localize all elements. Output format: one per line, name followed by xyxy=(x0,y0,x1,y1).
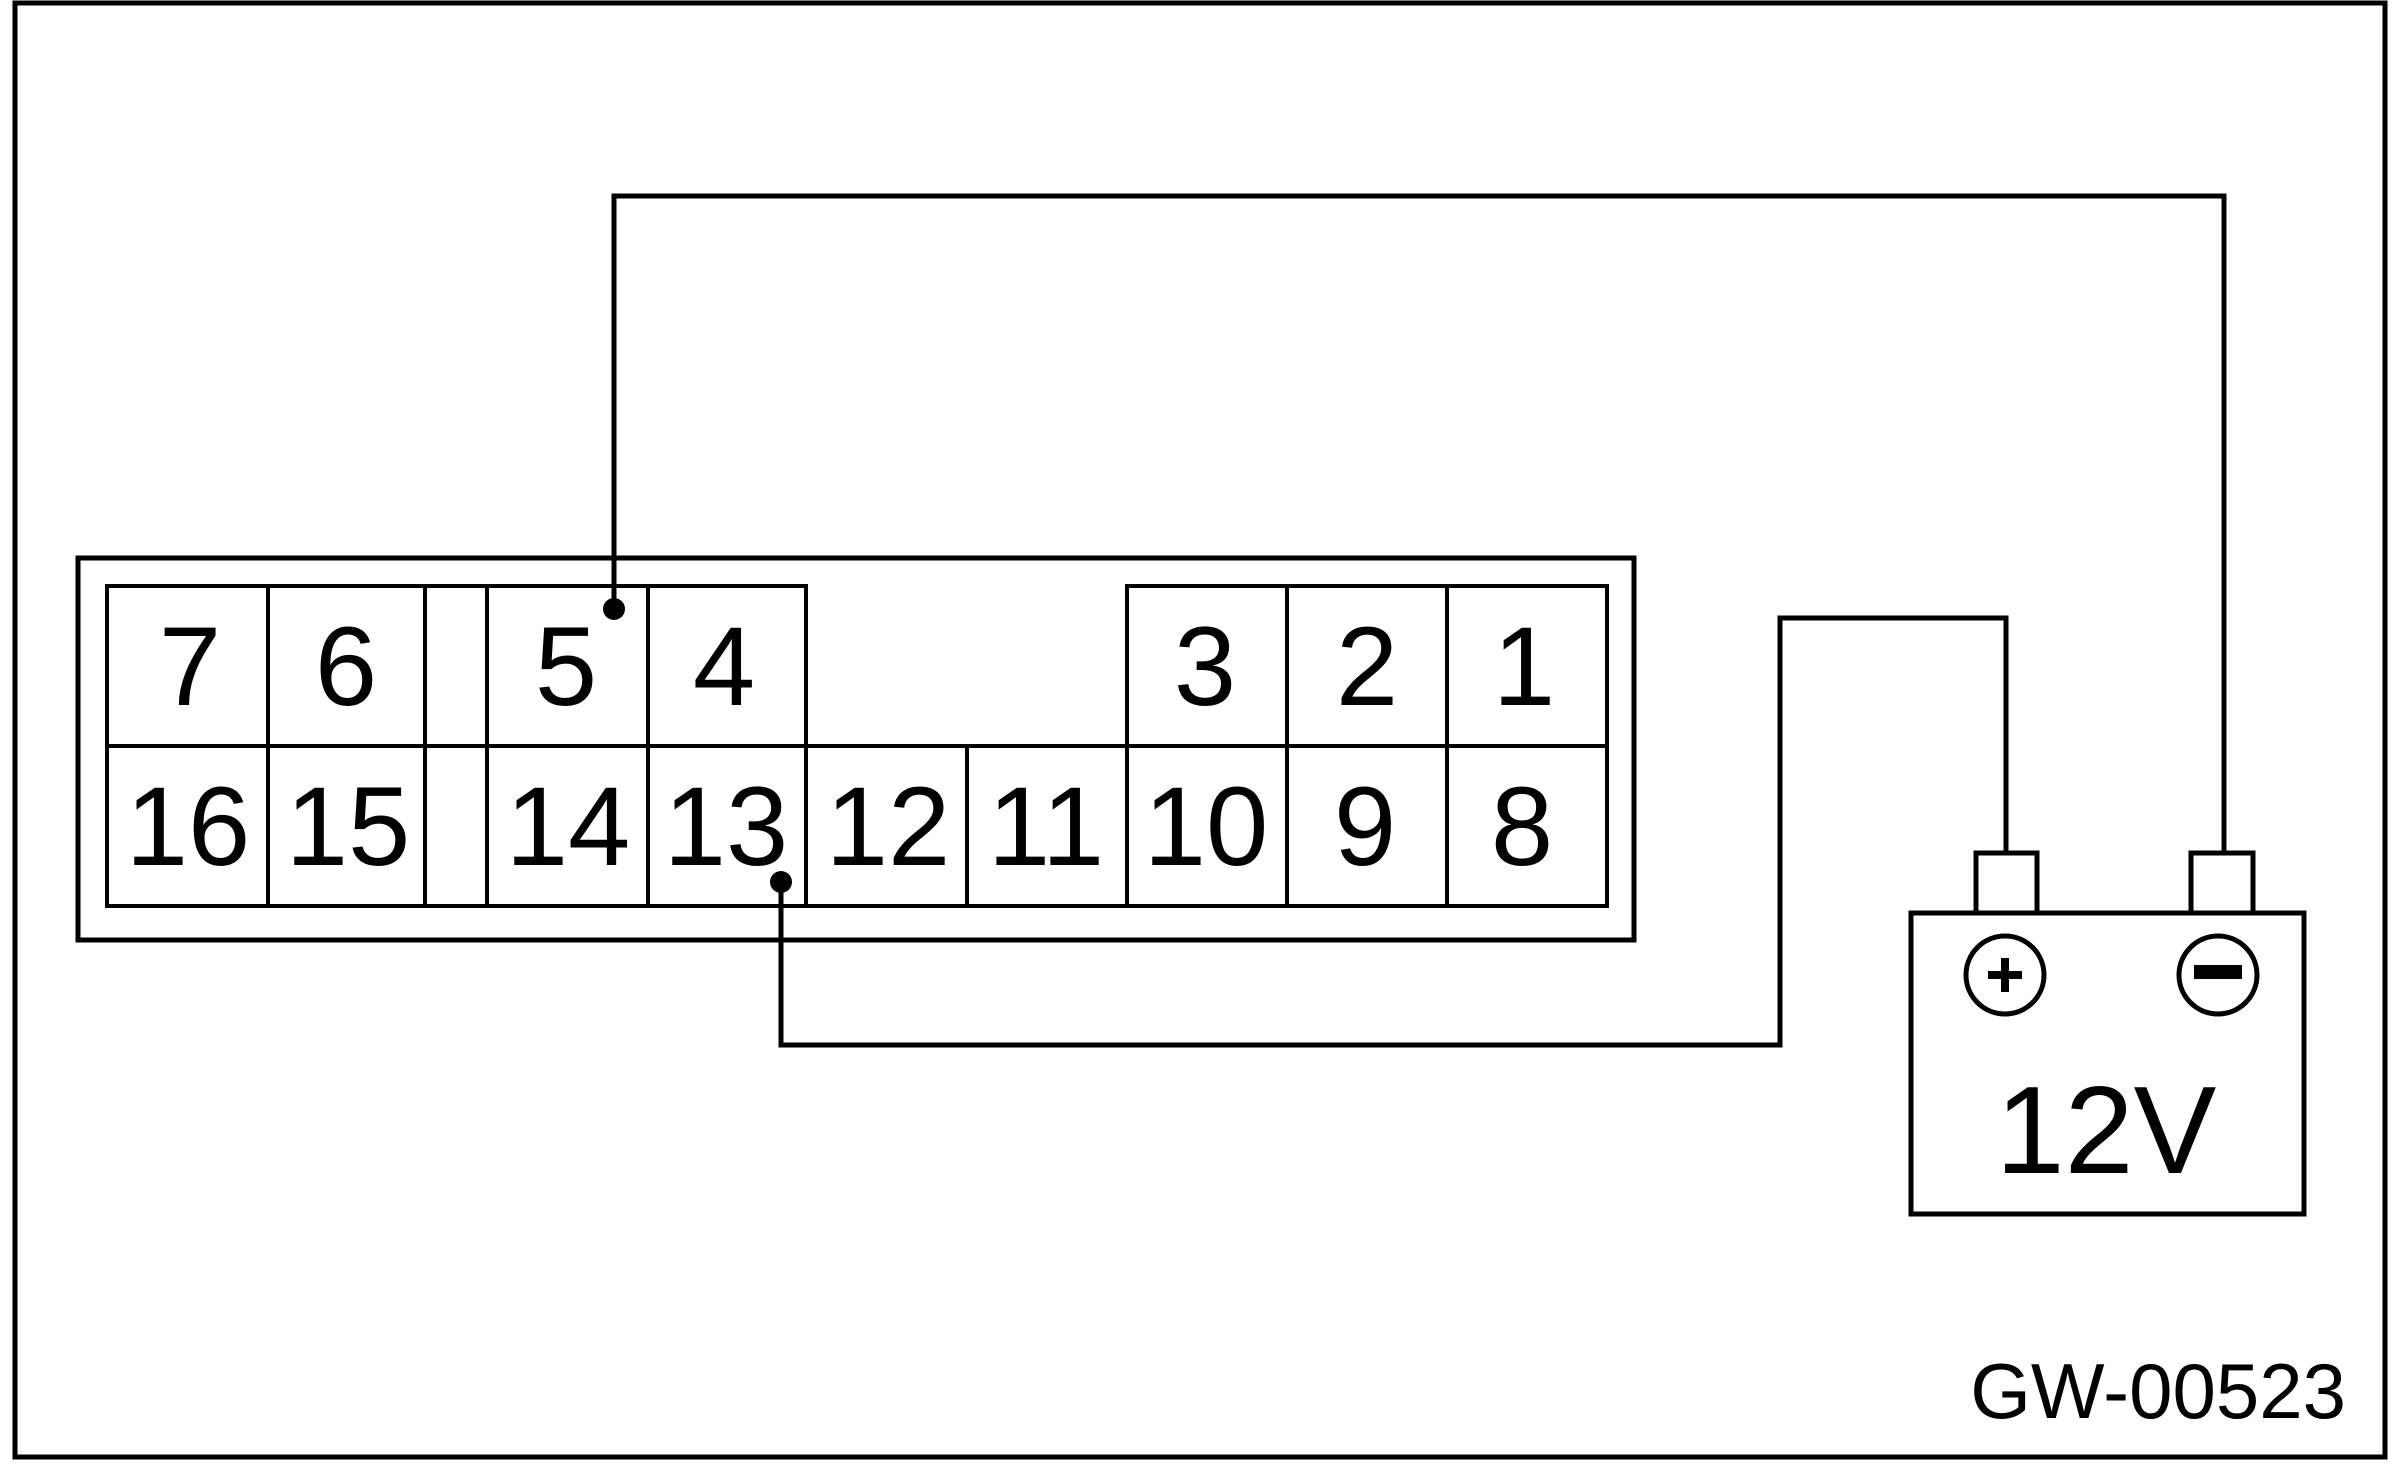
pin-label-3: 3 xyxy=(1174,604,1236,729)
probe-point-pin-5 xyxy=(603,598,625,620)
pin-label-6: 6 xyxy=(315,604,377,729)
probe-point-pin-13 xyxy=(770,871,792,893)
wire-pin5-to-negative xyxy=(611,193,2227,853)
battery: 12V xyxy=(1908,850,2307,1217)
pin-label-5: 5 xyxy=(535,604,597,729)
pin-label-9: 9 xyxy=(1334,764,1396,889)
pin-label-14: 14 xyxy=(506,764,631,889)
pin-label-11: 11 xyxy=(988,764,1104,889)
connector-housing xyxy=(75,555,1637,943)
battery-negative-post xyxy=(2188,850,2256,916)
pin-label-2: 2 xyxy=(1336,604,1398,729)
battery-positive-post xyxy=(1973,850,2040,916)
pin-label-16: 16 xyxy=(126,764,251,889)
pin-label-1: 1 xyxy=(1493,604,1555,729)
positive-terminal-icon xyxy=(1963,933,2047,1017)
figure-code: GW-00523 xyxy=(1970,1347,2346,1435)
pin-label-7: 7 xyxy=(159,604,221,729)
connector-bottom-row xyxy=(105,744,1609,908)
pin-cell-8 xyxy=(1445,744,1609,908)
pin-label-12: 12 xyxy=(826,764,951,889)
connector-gap-top xyxy=(423,584,489,748)
battery-body xyxy=(1908,910,2307,1217)
connector-gap-bottom xyxy=(423,744,489,908)
pin-label-4: 4 xyxy=(693,604,755,729)
wire-pin13-to-positive xyxy=(778,615,2009,1048)
negative-terminal-icon xyxy=(2176,933,2260,1017)
pin-label-8: 8 xyxy=(1491,764,1553,889)
pin-label-13: 13 xyxy=(664,764,789,889)
battery-voltage-label: 12V xyxy=(1996,1062,2217,1200)
pin-label-15: 15 xyxy=(286,764,411,889)
pin-label-10: 10 xyxy=(1144,764,1269,889)
diagram-frame xyxy=(12,0,2388,1460)
